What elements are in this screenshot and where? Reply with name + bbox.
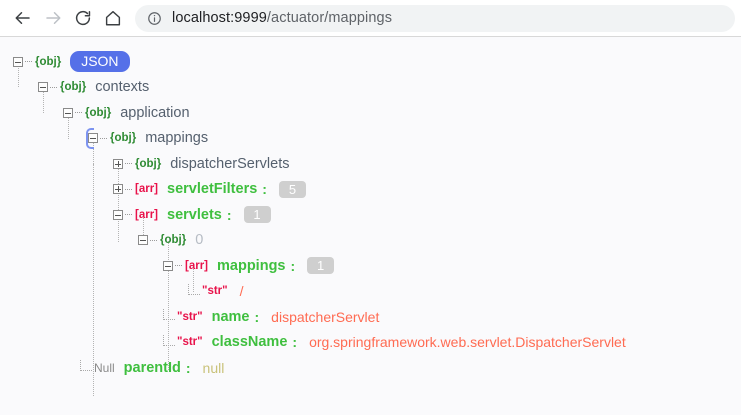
tree-guide: [68, 113, 69, 139]
tree-row-parent-id[interactable]: Null parentId : null: [0, 355, 741, 381]
array-count-badge: 1: [307, 257, 335, 275]
tree-value-name: dispatcherServlet: [271, 308, 380, 325]
reload-button[interactable]: [68, 3, 98, 33]
tree-key-contexts: contexts: [95, 79, 150, 96]
collapse-toggle-icon[interactable]: [138, 235, 148, 246]
connector-dots: [125, 214, 132, 216]
leaf-connector-icon: [188, 283, 200, 295]
tree-key-name: name: [211, 308, 250, 325]
tree-row-class-name[interactable]: "str" className : org.springframework.we…: [0, 330, 741, 356]
reload-icon: [74, 9, 92, 27]
tree-key-application: application: [120, 104, 190, 121]
type-tag-obj: {obj}: [85, 106, 112, 119]
type-tag-null: Null: [94, 360, 115, 375]
connector-dots: [150, 239, 157, 241]
key-colon: :: [254, 308, 260, 325]
array-count-badge: 5: [278, 180, 306, 198]
tree-key-class-name: className: [211, 334, 288, 351]
leaf-connector-icon: [80, 360, 92, 372]
type-tag-obj: {obj}: [110, 132, 137, 145]
key-colon: :: [185, 359, 191, 376]
tree-key-mappings-array: mappings: [217, 257, 286, 274]
type-tag-str: "str": [202, 285, 228, 298]
expand-toggle-icon[interactable]: [113, 158, 123, 169]
collapse-toggle-icon[interactable]: [63, 107, 73, 118]
tree-value-class-name: org.springframework.web.servlet.Dispatch…: [309, 334, 626, 351]
key-colon: :: [262, 181, 267, 198]
key-colon: :: [290, 257, 296, 274]
connector-dots: [100, 137, 107, 139]
tree-key-servlets: servlets: [167, 206, 222, 223]
tree-row-mapping-value[interactable]: "str" /: [0, 279, 741, 305]
tree-row-servlet-filters[interactable]: [arr] servletFilters : 5: [0, 177, 741, 203]
collapse-toggle-icon[interactable]: [38, 82, 48, 93]
tree-row-name[interactable]: "str" name : dispatcherServlet: [0, 304, 741, 330]
tree-row-mappings-root[interactable]: {obj} mappings: [0, 126, 741, 152]
json-root-badge: JSON: [70, 51, 130, 73]
type-tag-str: "str": [177, 336, 203, 349]
tree-row-application[interactable]: {obj} application: [0, 100, 741, 126]
forward-button[interactable]: [38, 3, 68, 33]
json-tree-viewer: {obj} JSON {obj} contexts {obj} applicat…: [0, 37, 741, 415]
tree-row-array-index-0[interactable]: {obj} 0: [0, 228, 741, 254]
connector-dots: [175, 265, 182, 267]
tree-row-dispatcher-servlets[interactable]: {obj} dispatcherServlets: [0, 151, 741, 177]
connector-dots: [125, 188, 132, 190]
address-bar[interactable]: localhost:9999/actuator/mappings: [135, 4, 735, 32]
info-circle-icon[interactable]: [147, 11, 162, 26]
tree-row-contexts[interactable]: {obj} contexts: [0, 75, 741, 101]
leaf-connector-icon: [163, 334, 175, 346]
url-path: /actuator/mappings: [266, 10, 393, 26]
type-tag-arr: [arr]: [135, 208, 159, 221]
tree-value-parent-id: null: [202, 359, 225, 376]
type-tag-str: "str": [177, 310, 203, 323]
tree-key-servlet-filters: servletFilters: [167, 181, 258, 198]
browser-toolbar: localhost:9999/actuator/mappings: [0, 0, 741, 37]
collapse-toggle-icon[interactable]: [163, 260, 173, 271]
leaf-connector-icon: [163, 309, 175, 321]
tree-key-dispatcher-servlets: dispatcherServlets: [170, 155, 290, 172]
array-count-badge: 1: [243, 206, 271, 224]
type-tag-arr: [arr]: [135, 183, 159, 196]
url-host: localhost:9999: [172, 10, 267, 26]
tree-guide: [168, 241, 169, 370]
tree-guide: [18, 61, 19, 87]
key-colon: :: [292, 334, 298, 351]
tree-key-parent-id: parentId: [123, 359, 181, 376]
tree-guide: [143, 215, 144, 241]
tree-value-mapping-path: /: [239, 283, 244, 300]
connector-dots: [75, 112, 82, 114]
tree-guide: [118, 164, 119, 242]
tree-guide: [193, 266, 194, 292]
type-tag-obj: {obj}: [60, 81, 87, 94]
type-tag-arr: [arr]: [185, 259, 209, 272]
home-icon: [104, 9, 122, 27]
tree-guide: [93, 138, 94, 164]
collapse-toggle-icon[interactable]: [13, 56, 23, 67]
type-tag-obj: {obj}: [160, 234, 187, 247]
tree-guide: [43, 87, 44, 113]
expand-toggle-icon[interactable]: [113, 184, 123, 195]
connector-dots: [125, 163, 132, 165]
collapse-toggle-icon[interactable]: [88, 133, 98, 144]
back-button[interactable]: [8, 3, 38, 33]
array-index-label: 0: [195, 232, 204, 249]
type-tag-obj: {obj}: [35, 55, 62, 68]
url-text: localhost:9999/actuator/mappings: [172, 10, 392, 26]
connector-dots: [25, 61, 32, 63]
tree-key-mappings: mappings: [145, 130, 209, 147]
type-tag-obj: {obj}: [135, 157, 162, 170]
tree-guide: [93, 164, 94, 396]
tree-row-servlets[interactable]: [arr] servlets : 1: [0, 202, 741, 228]
tree-row-root[interactable]: {obj} JSON: [0, 49, 741, 75]
connector-dots: [50, 86, 57, 88]
home-button[interactable]: [98, 3, 128, 33]
selection-bracket-icon: [86, 127, 94, 149]
collapse-toggle-icon[interactable]: [113, 209, 123, 220]
tree-row-mappings-array[interactable]: [arr] mappings : 1: [0, 253, 741, 279]
key-colon: :: [226, 206, 232, 223]
arrow-right-icon: [44, 9, 62, 27]
arrow-left-icon: [14, 9, 32, 27]
